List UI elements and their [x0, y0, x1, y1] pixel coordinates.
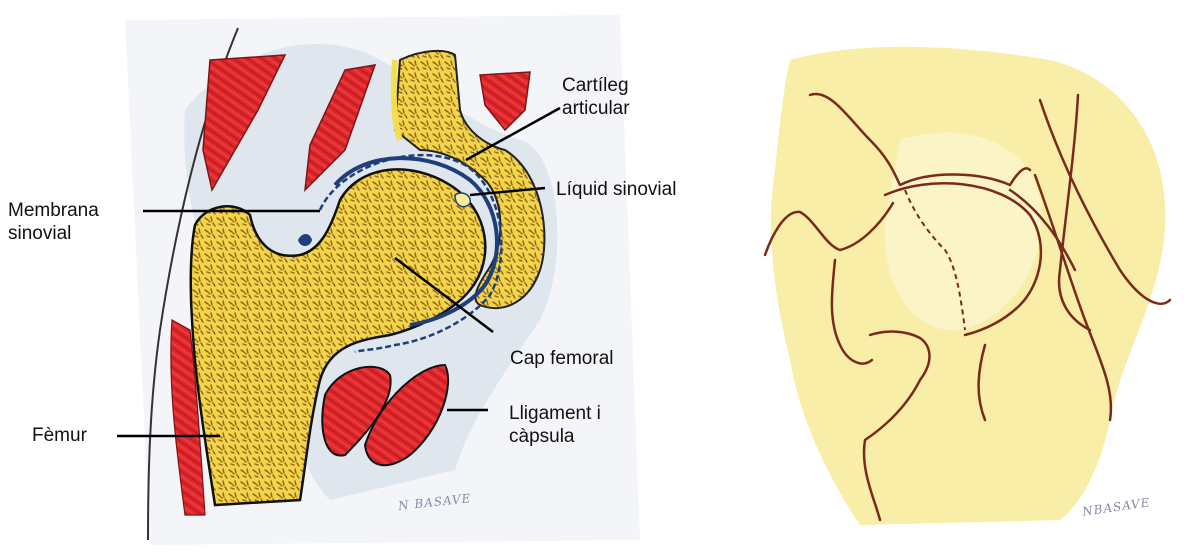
synovial-fluid-blob — [455, 193, 470, 207]
label-synovial-fluid-text: Líquid sinovial — [556, 178, 676, 201]
label-synovial-fluid: Líquid sinovial — [556, 178, 676, 201]
label-femoral-head: Cap femoral — [510, 347, 614, 370]
label-femur-text: Fèmur — [32, 424, 87, 447]
label-articular-cartilage: Cartíleg articular — [562, 74, 630, 120]
hip-outline-sketch — [765, 47, 1170, 525]
label-articular-cartilage-line1: Cartíleg — [562, 74, 630, 97]
label-ligament-capsule: Lligament i càpsula — [509, 402, 601, 448]
label-synovial-membrane-line1: Membrana — [8, 199, 99, 222]
label-femoral-head-text: Cap femoral — [510, 347, 614, 370]
label-ligament-capsule-line1: Lligament i — [509, 402, 601, 425]
label-articular-cartilage-line2: articular — [562, 97, 630, 120]
label-femur: Fèmur — [32, 424, 87, 447]
label-ligament-capsule-line2: càpsula — [509, 425, 601, 448]
label-synovial-membrane-line2: sinovial — [8, 222, 99, 245]
label-synovial-membrane: Membrana sinovial — [8, 199, 99, 245]
